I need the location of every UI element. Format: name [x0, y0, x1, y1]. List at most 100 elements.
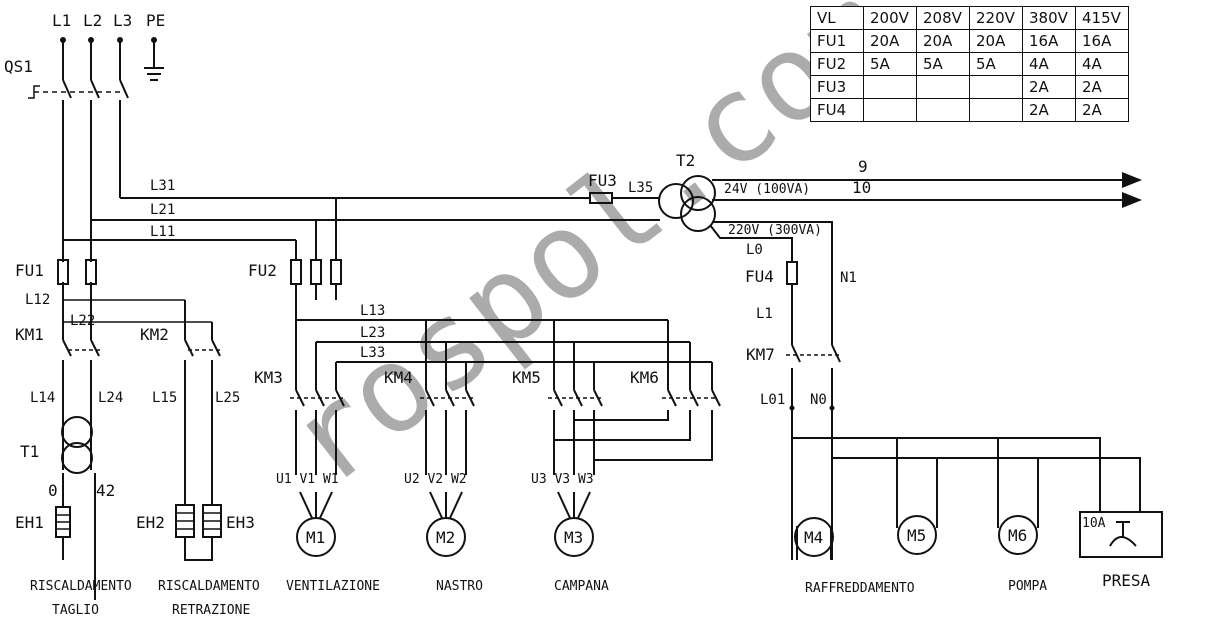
fuse-table-cell: 415V — [1075, 6, 1129, 30]
fuse-table-cell: 2A — [1022, 75, 1076, 99]
label-fu1: FU1 — [15, 261, 44, 280]
caption-raffreddamento: RAFFREDDAMENTO — [805, 581, 915, 596]
fuse-table-cell: 20A — [916, 29, 970, 53]
wire-label-l21: L21 — [150, 202, 175, 218]
motor-m4: M4 — [804, 528, 823, 547]
terminal-label-m1: U1 V1 W1 — [276, 472, 339, 487]
wire-label-l1: L1 — [756, 306, 773, 322]
label-km5: KM5 — [512, 368, 541, 387]
wire-label-10: 10 — [852, 178, 871, 197]
fuse-table-cell: 220V — [969, 6, 1023, 30]
label-220v: 220V (300VA) — [728, 223, 822, 238]
wire-label-l01: L01 — [760, 392, 785, 408]
label-km2: KM2 — [140, 325, 169, 344]
label-km7: KM7 — [746, 345, 775, 364]
wire-label-l13: L13 — [360, 303, 385, 319]
wire-label-9: 9 — [858, 157, 868, 176]
wire-label-l25: L25 — [215, 390, 240, 406]
fuse-table-cell: 200V — [863, 6, 917, 30]
label-km3: KM3 — [254, 368, 283, 387]
wire-label-l31: L31 — [150, 178, 175, 194]
label-km1: KM1 — [15, 325, 44, 344]
wire-label-l15: L15 — [152, 390, 177, 406]
label-l1: L1 — [52, 11, 71, 30]
fuse-table-cell — [969, 75, 1023, 99]
terminal-label-m3: U3 V3 W3 — [531, 472, 594, 487]
socket-rating: 10A — [1082, 516, 1106, 531]
fuse-table-cell — [863, 75, 917, 99]
fuse-table-cell: 4A — [1022, 52, 1076, 76]
wire-label-l14: L14 — [30, 390, 55, 406]
terminal-label-m2: U2 V2 W2 — [404, 472, 467, 487]
label-t1-out0: 0 — [48, 481, 58, 500]
fuse-table-cell: 20A — [863, 29, 917, 53]
wire-label-l35: L35 — [628, 180, 653, 196]
fuse-table-cell: 2A — [1022, 98, 1076, 122]
fuse-table-cell: 20A — [969, 29, 1023, 53]
label-eh1: EH1 — [15, 513, 44, 532]
label-eh3: EH3 — [226, 513, 255, 532]
fuse-table-cell — [863, 98, 917, 122]
label-km6: KM6 — [630, 368, 659, 387]
motor-m3: M3 — [564, 528, 583, 547]
fuse-table-cell: 208V — [916, 6, 970, 30]
fuse-table-cell — [916, 75, 970, 99]
fuse-table-cell: 5A — [916, 52, 970, 76]
caption-retrazione-2: RETRAZIONE — [172, 603, 250, 618]
label-t1: T1 — [20, 442, 39, 461]
wire-label-l11: L11 — [150, 224, 175, 240]
label-km4: KM4 — [384, 368, 413, 387]
fuse-table-cell: VL — [810, 6, 864, 30]
label-qs1: QS1 — [4, 57, 33, 76]
wire-label-l23: L23 — [360, 325, 385, 341]
label-t1-out42: 42 — [96, 481, 115, 500]
wire-label-l22: L22 — [70, 313, 95, 329]
fuse-table-cell: 5A — [863, 52, 917, 76]
fuse-table-cell: FU3 — [810, 75, 864, 99]
label-l3: L3 — [113, 11, 132, 30]
fuse-table-cell — [916, 98, 970, 122]
motor-m5: M5 — [907, 526, 926, 545]
label-l2: L2 — [83, 11, 102, 30]
caption-taglio-1: RISCALDAMENTO — [30, 579, 132, 594]
label-fu3: FU3 — [588, 171, 617, 190]
wire-label-n1: N1 — [840, 270, 857, 286]
fuse-table-cell: 4A — [1075, 52, 1129, 76]
wire-label-n0: N0 — [810, 392, 827, 408]
caption-retrazione-1: RISCALDAMENTO — [158, 579, 260, 594]
wire-label-l33: L33 — [360, 345, 385, 361]
label-fu2: FU2 — [248, 261, 277, 280]
wire-label-l12: L12 — [25, 292, 50, 308]
fuse-table-cell: 5A — [969, 52, 1023, 76]
label-t2: T2 — [676, 151, 695, 170]
fuse-table-cell: 2A — [1075, 98, 1129, 122]
fuse-table-cell: FU4 — [810, 98, 864, 122]
caption-taglio-2: TAGLIO — [52, 603, 99, 618]
motor-m1: M1 — [306, 528, 325, 547]
label-24v: 24V (100VA) — [724, 182, 810, 197]
fuse-table-cell: 380V — [1022, 6, 1076, 30]
wire-label-l24: L24 — [98, 390, 123, 406]
caption-ventilazione: VENTILAZIONE — [286, 579, 380, 594]
caption-nastro: NASTRO — [436, 579, 483, 594]
fuse-table-cell: FU2 — [810, 52, 864, 76]
label-pe: PE — [146, 11, 165, 30]
fuse-table-cell: 2A — [1075, 75, 1129, 99]
fuse-table-cell: FU1 — [810, 29, 864, 53]
motor-m6: M6 — [1008, 526, 1027, 545]
caption-pompa: POMPA — [1008, 579, 1047, 594]
socket-label: PRESA — [1102, 571, 1151, 590]
wire-label-l0: L0 — [746, 242, 763, 258]
fuse-table-cell: 16A — [1022, 29, 1076, 53]
label-eh2: EH2 — [136, 513, 165, 532]
label-fu4: FU4 — [745, 267, 774, 286]
fuse-table-cell: 16A — [1075, 29, 1129, 53]
fuse-table-cell — [969, 98, 1023, 122]
wires — [28, 37, 1163, 600]
